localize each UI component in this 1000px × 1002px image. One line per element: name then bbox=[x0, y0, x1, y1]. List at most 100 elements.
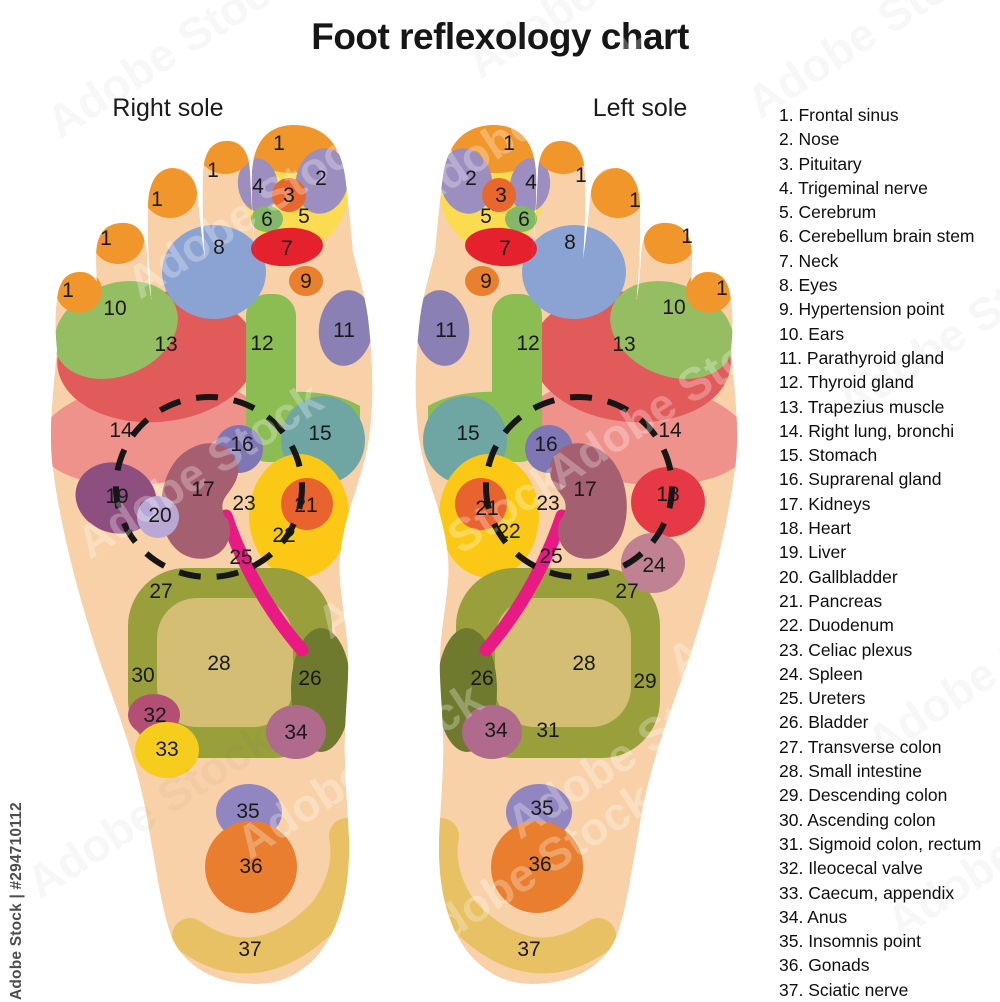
zone-number-right-32: 32 bbox=[143, 704, 166, 727]
zone-number-left-27: 27 bbox=[615, 580, 638, 603]
zone-2-nose bbox=[295, 148, 349, 214]
legend-item: 35. Insomnis point bbox=[779, 931, 922, 952]
legend-item: 3. Pituitary bbox=[779, 153, 862, 174]
zone-number-right-8: 8 bbox=[213, 236, 225, 259]
page-title: Foot reflexology chart bbox=[311, 16, 689, 57]
foot-right bbox=[50, 125, 373, 984]
zone-number-right-21: 21 bbox=[294, 494, 317, 517]
zone-number-left-6: 6 bbox=[518, 208, 530, 231]
legend-item: 14. Right lung, bronchi bbox=[779, 420, 955, 441]
legend-item: 37. Sciatic nerve bbox=[779, 979, 909, 1000]
zone-number-left-9: 9 bbox=[480, 270, 492, 293]
legend-item: 20. Gallbladder bbox=[779, 566, 898, 587]
zone-number-left-16: 16 bbox=[534, 433, 557, 456]
zone-number-right-6: 6 bbox=[261, 208, 273, 231]
legend-item: 9. Hypertension point bbox=[779, 299, 945, 320]
legend-item: 10. Ears bbox=[779, 323, 845, 344]
zone-12-thyroid bbox=[492, 294, 542, 462]
zone-2-nose bbox=[439, 148, 493, 214]
zone-1-toe-3 bbox=[143, 168, 197, 218]
legend-item: 12. Thyroid gland bbox=[779, 372, 914, 393]
zone-number-right-26: 26 bbox=[298, 667, 321, 690]
zone-number-right-9: 9 bbox=[300, 270, 312, 293]
legend-item: 29. Descending colon bbox=[779, 785, 948, 806]
zone-number-right-15: 15 bbox=[308, 422, 331, 445]
zone-9-hypertension bbox=[289, 266, 323, 296]
zone-number-left-1: 1 bbox=[681, 225, 693, 248]
zone-number-left-7: 7 bbox=[499, 237, 511, 260]
celiac-dashed-circle bbox=[483, 394, 675, 580]
legend-item: 28. Small intestine bbox=[779, 761, 922, 782]
zone-25-ureters bbox=[479, 509, 569, 657]
zone-6-cerebellum bbox=[251, 206, 283, 232]
zone-number-right-4: 4 bbox=[252, 175, 264, 198]
zone-1-toe-5 bbox=[56, 269, 102, 313]
zone-number-left-26: 26 bbox=[470, 667, 493, 690]
zone-number-right-1: 1 bbox=[151, 188, 163, 211]
zone-number-right-23: 23 bbox=[232, 492, 255, 515]
zone-number-left-11: 11 bbox=[435, 319, 457, 342]
zone-number-right-1: 1 bbox=[62, 279, 74, 302]
zone-number-left-18: 18 bbox=[656, 483, 679, 506]
zone-24-spleen bbox=[621, 533, 685, 593]
zone-number-left-4: 4 bbox=[525, 171, 537, 194]
zone-17-kidneys bbox=[161, 443, 239, 559]
legend-item: 17. Kidneys bbox=[779, 493, 871, 514]
zone-8-eyes bbox=[522, 225, 626, 319]
zone-number-right-7: 7 bbox=[281, 237, 293, 260]
legend-item: 27. Transverse colon bbox=[779, 736, 942, 757]
zone-25-ureters bbox=[219, 509, 309, 657]
zone-number-left-2: 2 bbox=[465, 167, 477, 190]
zone-20-gallbladder bbox=[137, 496, 179, 538]
zone-number-left-1: 1 bbox=[575, 164, 587, 187]
zone-number-left-23: 23 bbox=[536, 492, 559, 515]
zone-number-left-37: 37 bbox=[517, 938, 540, 961]
zone-37-sciatic-nerve bbox=[421, 818, 616, 974]
zone-6-cerebellum bbox=[505, 206, 537, 232]
legend-item: 5. Cerebrum bbox=[779, 202, 877, 223]
zone-number-left-29: 29 bbox=[633, 670, 656, 693]
zone-number-right-30: 30 bbox=[131, 664, 154, 687]
zone-number-left-34: 34 bbox=[484, 719, 508, 742]
left-sole-label: Left sole bbox=[592, 94, 688, 122]
legend-item: 24. Spleen bbox=[779, 663, 863, 684]
legend-item: 26. Bladder bbox=[779, 712, 869, 733]
legend-item: 30. Ascending colon bbox=[779, 809, 936, 830]
legend-item: 6. Cerebellum brain stem bbox=[779, 226, 975, 247]
zone-number-right-20: 20 bbox=[148, 504, 171, 527]
zone-number-left-1: 1 bbox=[629, 189, 641, 212]
zone-number-right-11: 11 bbox=[333, 319, 355, 342]
zone-7-neck bbox=[465, 227, 537, 267]
zone-11-parathyroid bbox=[415, 290, 470, 366]
legend-item: 16. Suprarenal gland bbox=[779, 469, 942, 490]
right-sole-label: Right sole bbox=[112, 94, 224, 122]
zone-number-right-27: 27 bbox=[149, 580, 172, 603]
zone-number-right-13: 13 bbox=[154, 333, 177, 356]
zone-number-left-8: 8 bbox=[564, 231, 576, 254]
legend-item: 11. Parathyroid gland bbox=[779, 347, 945, 368]
zone-number-right-14: 14 bbox=[109, 419, 133, 442]
legend-item: 33. Caecum, appendix bbox=[779, 882, 955, 903]
zone-number-left-3: 3 bbox=[495, 184, 507, 207]
legend-item: 1. Frontal sinus bbox=[779, 105, 899, 125]
zone-number-right-36: 36 bbox=[239, 855, 262, 878]
zone-number-left-10: 10 bbox=[662, 296, 685, 319]
legend-item: 34. Anus bbox=[779, 906, 848, 927]
zone-number-right-33: 33 bbox=[155, 738, 178, 761]
zone-11-parathyroid bbox=[318, 290, 373, 366]
zone-number-right-5: 5 bbox=[298, 205, 310, 228]
zone-number-right-2: 2 bbox=[315, 167, 327, 190]
zone-number-right-12: 12 bbox=[250, 332, 273, 355]
legend-item: 4. Trigeminal nerve bbox=[779, 177, 928, 198]
zone-number-left-15: 15 bbox=[456, 422, 479, 445]
zone-4-trigeminal-nerve bbox=[237, 158, 279, 212]
zone-8-eyes bbox=[162, 225, 266, 319]
zone-number-left-12: 12 bbox=[516, 332, 539, 355]
zone-28-small-intestine bbox=[495, 598, 631, 727]
legend-item: 36. Gonads bbox=[779, 955, 870, 976]
zone-36-gonads bbox=[205, 821, 297, 913]
legend-item: 7. Neck bbox=[779, 250, 839, 271]
zone-number-left-22: 22 bbox=[497, 520, 520, 543]
